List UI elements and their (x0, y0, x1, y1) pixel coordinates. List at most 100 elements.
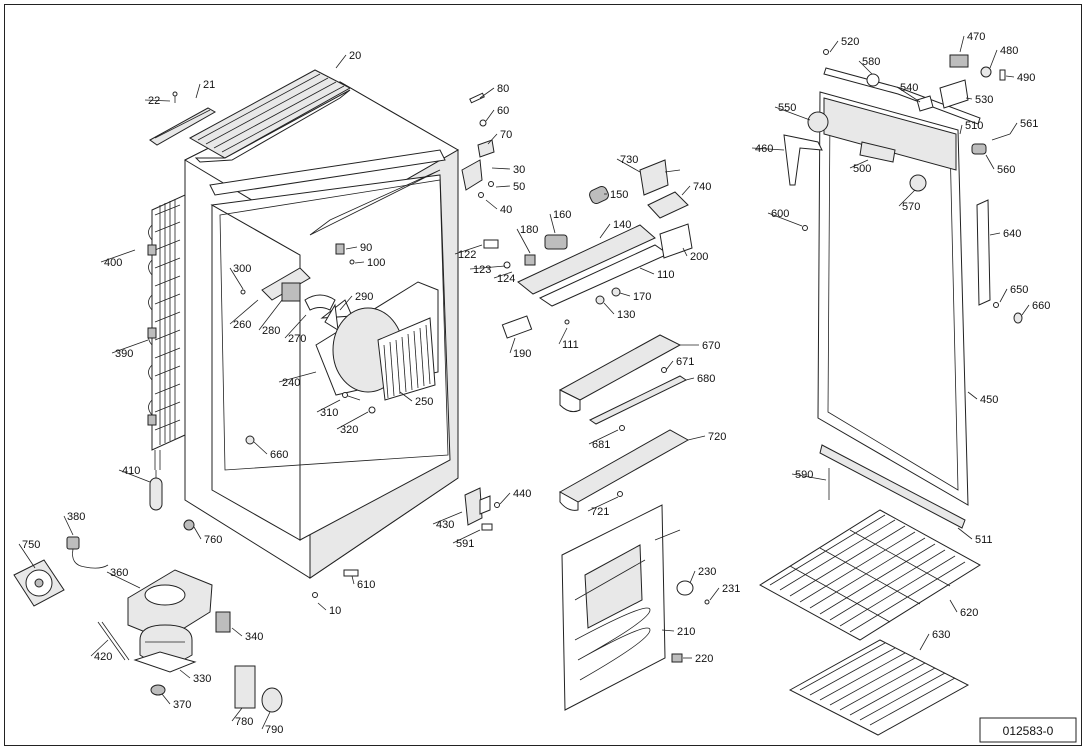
callout-490: 490 (1005, 72, 1035, 84)
screw-600 (802, 225, 808, 231)
callout-640: 640 (989, 228, 1021, 240)
callout-170: 170 (619, 291, 651, 303)
callout-leader (231, 627, 243, 637)
callout-label: 330 (193, 673, 211, 685)
knob-150 (589, 185, 609, 205)
callout-leader (229, 267, 244, 290)
part-780 (234, 665, 256, 709)
callout-410: 410 (118, 465, 151, 483)
callout-320: 320 (336, 411, 369, 436)
callout-label: 290 (355, 291, 373, 303)
callout-leader (858, 60, 873, 75)
callout-label: 80 (497, 83, 509, 95)
callout-label: 340 (245, 631, 263, 643)
callout-label: 560 (997, 164, 1015, 176)
callout-label: 22 (148, 95, 160, 107)
callout-leader (639, 267, 655, 275)
callout-label: 370 (173, 699, 191, 711)
callout-label: 600 (771, 208, 789, 220)
callout-label: 680 (697, 373, 715, 385)
callout-leader (495, 185, 511, 188)
drawing-id-box: 012583-0 (979, 717, 1077, 743)
callout-40: 40 (485, 199, 512, 216)
key-561 (991, 133, 1011, 141)
callout-leader (18, 543, 36, 569)
callout-label: 160 (553, 209, 571, 221)
callout-540: 540 (896, 82, 921, 103)
part-130 (595, 295, 605, 305)
callout-leader (1021, 304, 1030, 316)
callout-leader (90, 639, 109, 657)
callout-leader (549, 213, 556, 234)
callout-340: 340 (231, 627, 263, 643)
wire-shelf-620 (759, 509, 981, 641)
callout-label: 250 (415, 396, 433, 408)
callout-leader (959, 124, 963, 135)
callout-label: 530 (975, 94, 993, 106)
callout-180: 180 (516, 224, 538, 254)
callout-591: 591 (452, 529, 481, 550)
callout-leader (100, 249, 136, 263)
callout-270: 270 (284, 314, 306, 345)
callout-200: 200 (682, 247, 708, 263)
lock-470 (949, 54, 969, 68)
callout-670: 670 (680, 340, 720, 352)
callout-leader (454, 244, 483, 255)
callout-label: 410 (122, 465, 140, 477)
callout-leader (491, 167, 511, 170)
callout-430: 430 (432, 511, 463, 531)
top-grille (188, 69, 352, 163)
callout-leader (316, 399, 341, 413)
callout-740: 740 (681, 181, 711, 196)
callout-label: 540 (900, 82, 918, 94)
callout-leader (588, 429, 619, 445)
callout-label: 380 (67, 511, 85, 523)
plug-660-left (245, 435, 255, 445)
callout-label: 230 (698, 566, 716, 578)
callout-leader (509, 337, 516, 354)
callout-230: 230 (689, 566, 716, 584)
bushing-580 (866, 73, 880, 87)
callout-label: 570 (902, 201, 920, 213)
callout-label: 760 (204, 534, 222, 546)
callout-leader (118, 469, 151, 483)
callout-780: 780 (231, 707, 253, 728)
callout-leader (335, 54, 347, 69)
callout-122: 122 (454, 244, 483, 261)
part-220 (671, 653, 683, 663)
callout-leader (106, 571, 141, 589)
callout-leader (685, 377, 695, 381)
callout-leader (1005, 75, 1015, 78)
callout-111: 111 (558, 327, 579, 351)
callout-label: 20 (349, 50, 361, 62)
callout-label: 640 (1003, 228, 1021, 240)
pin-80 (469, 92, 485, 104)
callout-leader (336, 411, 369, 430)
callout-leader (144, 99, 171, 102)
foot-760 (183, 519, 195, 531)
callout-leader (193, 526, 202, 540)
callout-leader (829, 40, 839, 53)
callout-561: 561 (1009, 118, 1038, 135)
callout-leader (485, 109, 495, 122)
callout-label: 122 (458, 249, 476, 261)
callout-label: 110 (657, 269, 675, 281)
callout-370: 370 (161, 693, 191, 711)
callout-leader (665, 360, 674, 371)
callout-leader (354, 261, 365, 264)
callout-210: 210 (661, 626, 695, 638)
part-610 (343, 569, 359, 577)
cover-190 (501, 315, 533, 339)
callout-leader (261, 711, 271, 730)
callout-650: 650 (999, 284, 1028, 303)
callout-label: 720 (708, 431, 726, 443)
callout-label: 270 (288, 333, 306, 345)
callout-leader (452, 529, 481, 544)
callout-label: 740 (693, 181, 711, 193)
callout-leader (179, 669, 191, 679)
screw-60 (479, 119, 487, 127)
callout-label: 300 (233, 263, 251, 275)
plug-660-right (1013, 312, 1023, 324)
